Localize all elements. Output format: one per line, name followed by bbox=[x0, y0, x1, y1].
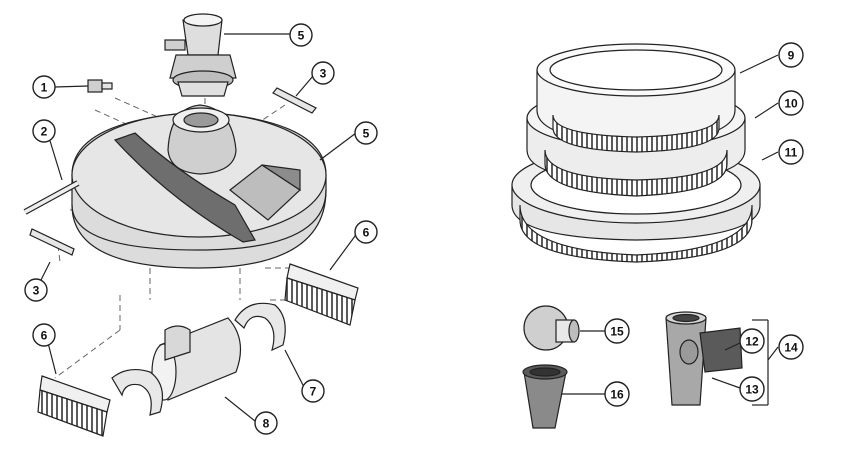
half-ring-part-upper bbox=[234, 302, 286, 352]
callout-label: 2 bbox=[41, 125, 48, 139]
callout-5-deck: 5 bbox=[354, 121, 378, 145]
callout-label: 16 bbox=[610, 388, 624, 402]
callout-2: 2 bbox=[32, 119, 56, 143]
callout-label: 3 bbox=[33, 284, 40, 298]
callout-5-top: 5 bbox=[289, 23, 313, 47]
small-parts bbox=[522, 305, 769, 429]
callout-label: 3 bbox=[320, 67, 327, 81]
callout-label: 13 bbox=[745, 383, 759, 397]
callout-label: 1 bbox=[41, 81, 48, 95]
callout-label: 15 bbox=[610, 325, 624, 339]
callout-label: 5 bbox=[298, 29, 305, 43]
callout-6-left: 6 bbox=[32, 323, 56, 347]
callout-3-lower: 3 bbox=[24, 278, 48, 302]
callout-6-right: 6 bbox=[354, 220, 378, 244]
callout-label: 8 bbox=[263, 417, 270, 431]
callout-label: 12 bbox=[745, 335, 759, 349]
callout-12: 12 bbox=[739, 328, 765, 354]
callout-8: 8 bbox=[254, 411, 278, 435]
callout-label: 5 bbox=[363, 127, 370, 141]
brush-part-left bbox=[37, 375, 111, 437]
knob-part bbox=[87, 79, 113, 93]
clip-part-upper bbox=[272, 87, 317, 114]
swivel-fitting-part bbox=[164, 13, 237, 97]
callout-7: 7 bbox=[301, 379, 325, 403]
bumper-ring-assembly bbox=[511, 43, 761, 263]
valve-part-12 bbox=[679, 327, 743, 373]
callout-label: 10 bbox=[784, 97, 798, 111]
callout-9: 9 bbox=[778, 42, 804, 68]
tube-part bbox=[151, 317, 242, 401]
axle-rod-part bbox=[23, 180, 80, 215]
callout-label: 9 bbox=[788, 49, 795, 63]
callout-1: 1 bbox=[32, 75, 56, 99]
callout-3-upper: 3 bbox=[311, 61, 335, 85]
callout-13: 13 bbox=[739, 376, 765, 402]
cup-part-16 bbox=[522, 364, 568, 429]
callout-16: 16 bbox=[604, 381, 630, 407]
callout-label: 7 bbox=[310, 385, 317, 399]
callout-10: 10 bbox=[778, 90, 804, 116]
callout-15: 15 bbox=[604, 318, 630, 344]
callout-label: 6 bbox=[363, 226, 370, 240]
bracket-14 bbox=[752, 319, 769, 406]
ball-part-15 bbox=[523, 305, 580, 351]
callout-label: 11 bbox=[785, 146, 798, 160]
clip-part-lower bbox=[29, 228, 75, 256]
callout-label: 14 bbox=[784, 341, 798, 355]
cleaner-body-assembly bbox=[23, 13, 359, 437]
callout-11: 11 bbox=[778, 139, 804, 165]
brush-part-right bbox=[284, 263, 359, 326]
cleaner-deck bbox=[71, 104, 327, 269]
half-ring-part-lower bbox=[111, 368, 163, 416]
callout-14: 14 bbox=[778, 334, 804, 360]
callout-label: 6 bbox=[41, 329, 48, 343]
bumper-ring-9 bbox=[536, 43, 736, 153]
